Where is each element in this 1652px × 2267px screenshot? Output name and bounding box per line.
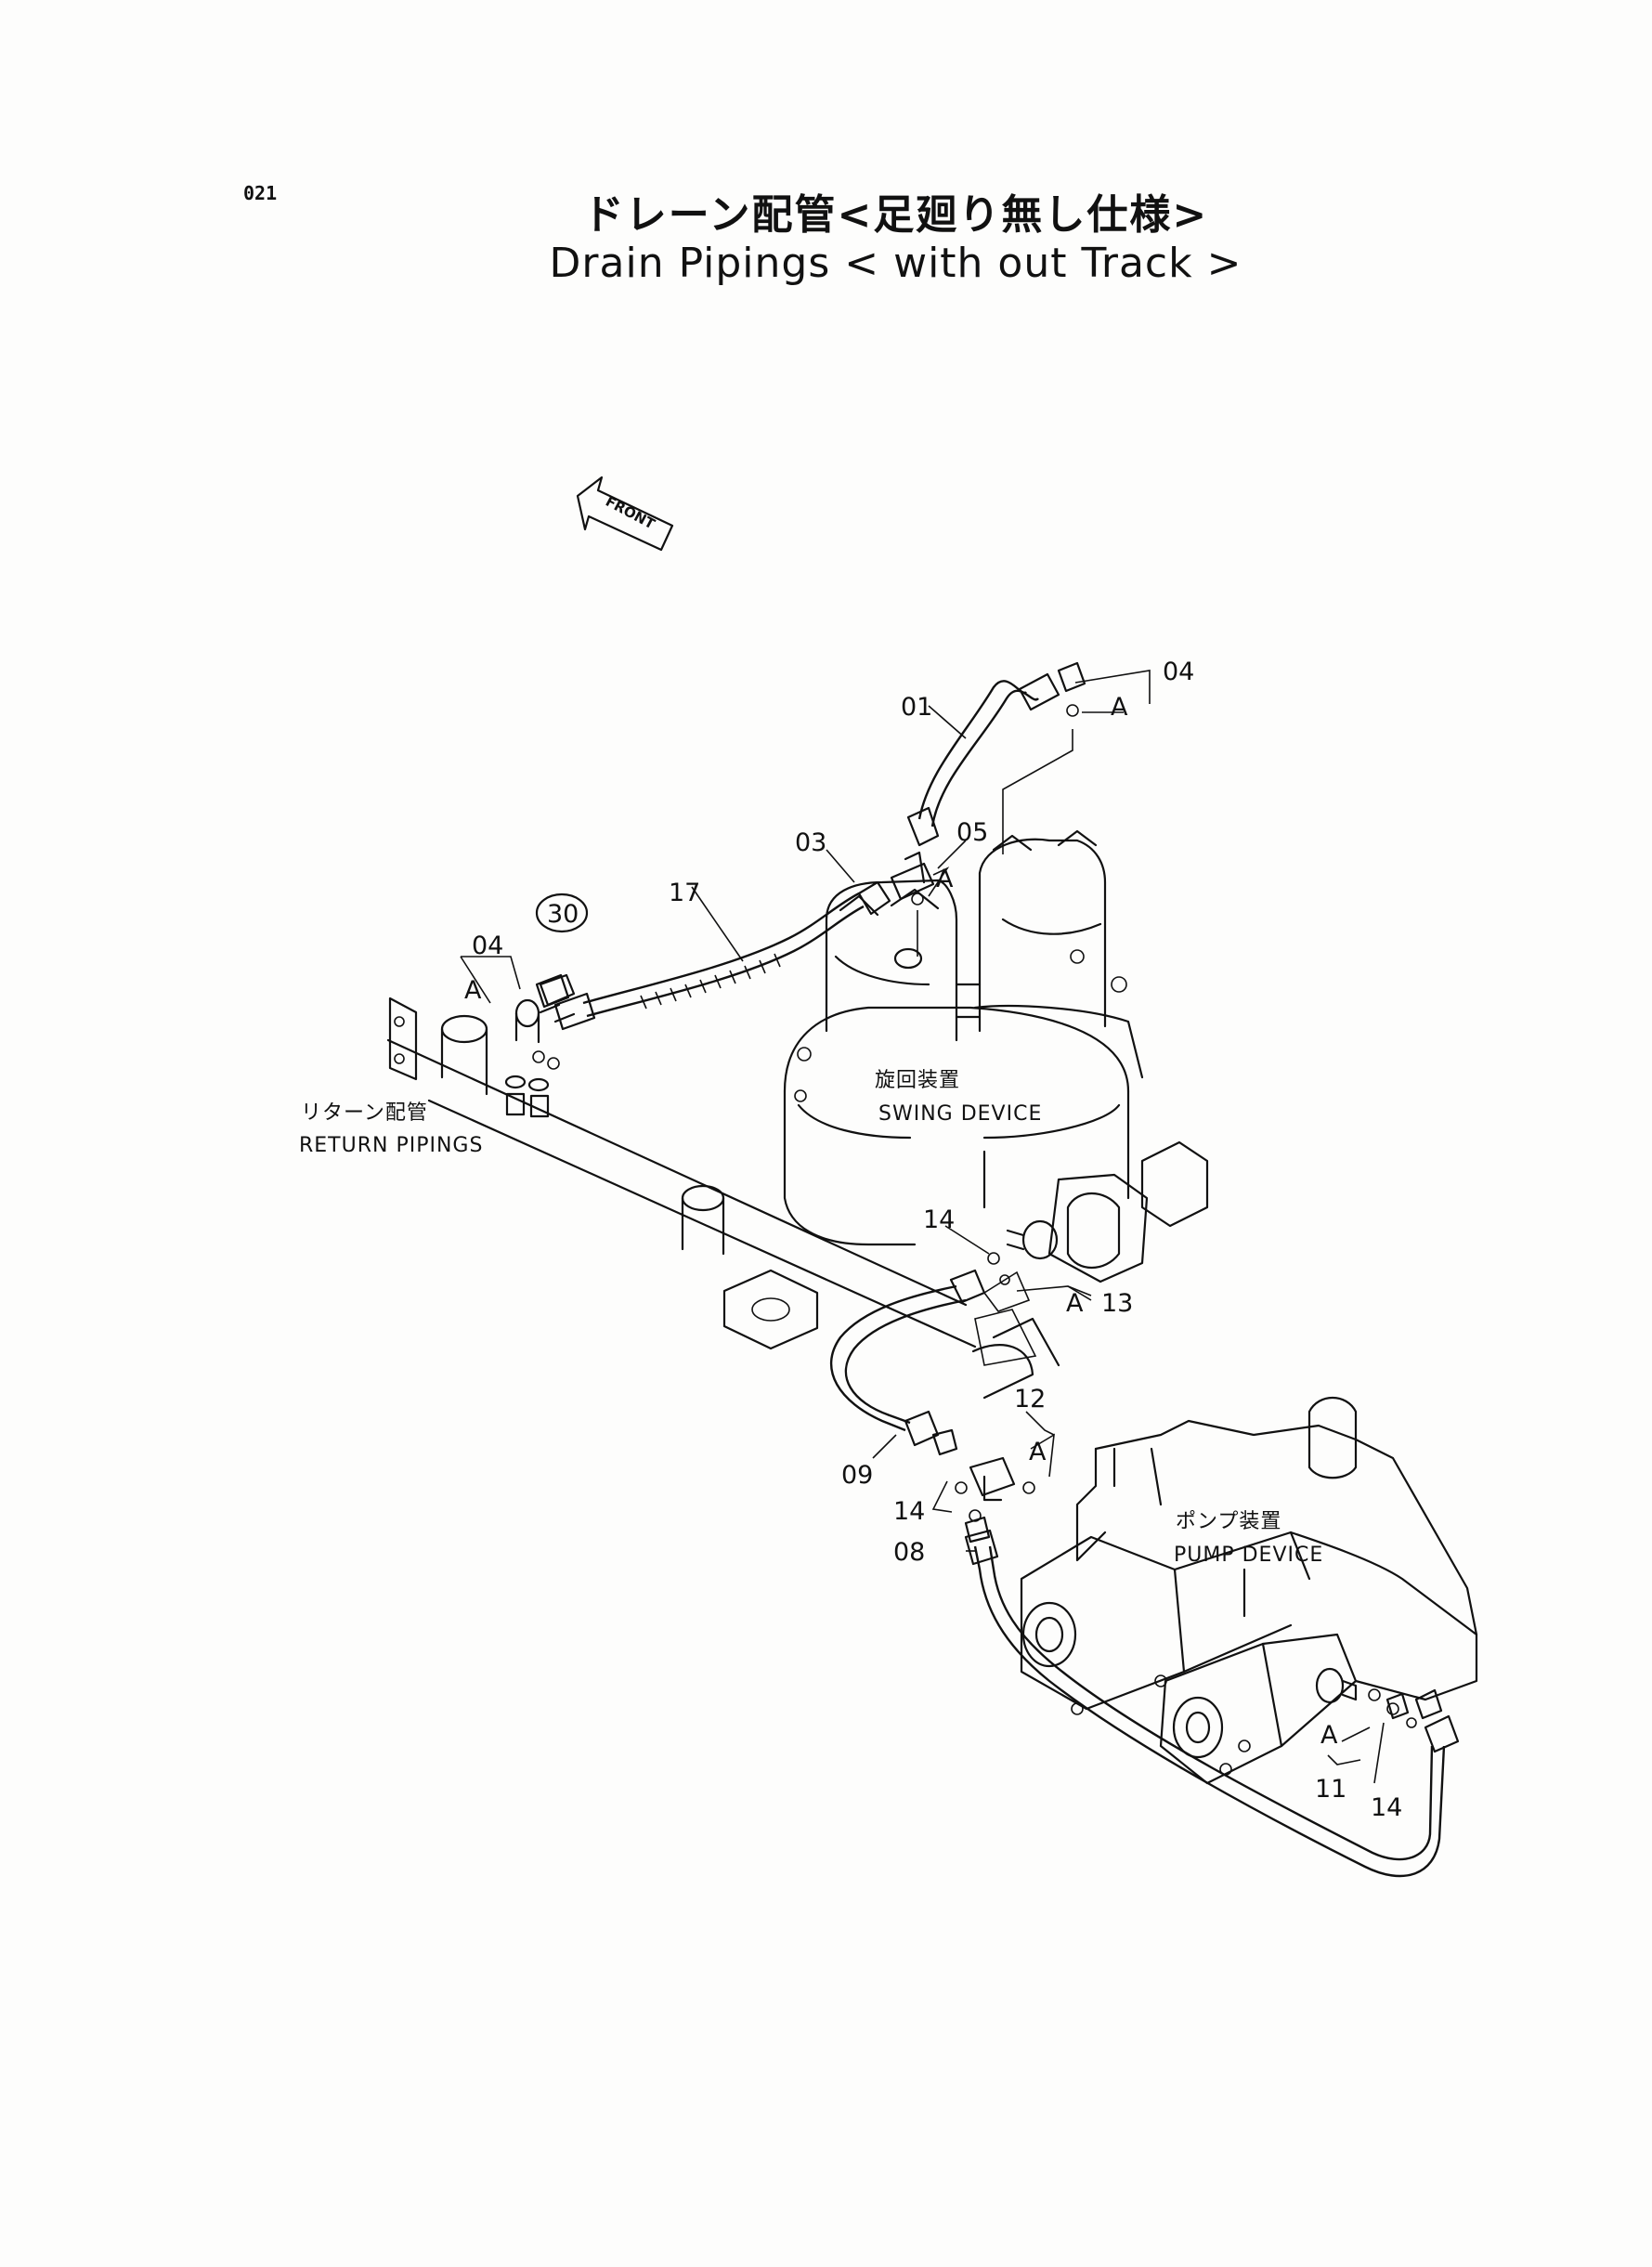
part-label-04-top: 04 xyxy=(1163,658,1194,686)
part-label-a-6: A xyxy=(1320,1721,1338,1750)
part-label-09: 09 xyxy=(841,1461,873,1490)
hose-08-drawing xyxy=(964,1529,1460,1878)
part-label-14-b: 14 xyxy=(893,1497,925,1526)
part-label-13: 13 xyxy=(1101,1289,1133,1318)
hose-01-drawing xyxy=(906,661,1086,854)
return-pipe-drawing xyxy=(386,997,1060,1400)
part-label-30: 30 xyxy=(547,900,579,929)
part-label-12: 12 xyxy=(1014,1385,1046,1414)
return-pipings-label-jp: リターン配管 xyxy=(301,1101,428,1125)
part-label-01: 01 xyxy=(901,693,932,722)
pump-device-label-jp: ポンプ装置 xyxy=(1176,1510,1281,1533)
part-label-14-c: 14 xyxy=(1371,1793,1402,1822)
swing-device-label-jp: 旋回装置 xyxy=(875,1069,960,1092)
title-japanese: ドレーン配管<足廻り無し仕様> xyxy=(582,191,1209,239)
title-english: Drain Pipings < with out Track > xyxy=(549,240,1242,287)
part-label-03: 03 xyxy=(795,828,826,857)
part-label-05: 05 xyxy=(956,818,988,847)
part-label-14-a: 14 xyxy=(923,1205,955,1234)
part-label-17: 17 xyxy=(669,879,700,907)
leader-lines xyxy=(460,670,1385,1784)
part-label-a-2: A xyxy=(936,865,954,893)
part-label-30-circle xyxy=(535,892,589,933)
pump-device-drawing xyxy=(1020,1397,1478,1785)
pump-device-label-en: PUMP DEVICE xyxy=(1174,1544,1323,1567)
device-labels: 旋回装置 SWING DEVICE リターン配管 RETURN PIPINGS … xyxy=(299,1069,1323,1567)
part-labels: 01 04 A 05 A 03 17 30 04 A 14 A 13 12 A … xyxy=(464,658,1402,1822)
swing-device-drawing xyxy=(783,829,1144,1246)
left-fittings xyxy=(504,973,576,1118)
part-label-11: 11 xyxy=(1315,1775,1346,1804)
part-label-a-1: A xyxy=(1111,693,1128,722)
part-label-a-5: A xyxy=(1029,1438,1047,1466)
tee-05-drawing xyxy=(890,851,935,957)
hose-09-drawing xyxy=(829,1269,1037,1456)
hose-17-drawing xyxy=(535,880,891,1031)
part-label-08: 08 xyxy=(893,1538,925,1567)
coupler-13-drawing xyxy=(982,1140,1209,1312)
front-arrow-icon: FRONT xyxy=(576,476,674,552)
return-pipings-label-en: RETURN PIPINGS xyxy=(299,1134,483,1157)
part-label-04-left: 04 xyxy=(472,932,503,960)
part-label-a-4: A xyxy=(1066,1289,1084,1318)
page-number: 021 xyxy=(243,182,278,204)
swing-device-label-en: SWING DEVICE xyxy=(878,1102,1042,1126)
part-label-a-3: A xyxy=(464,976,482,1005)
tee-12-drawing xyxy=(955,1456,1035,1544)
